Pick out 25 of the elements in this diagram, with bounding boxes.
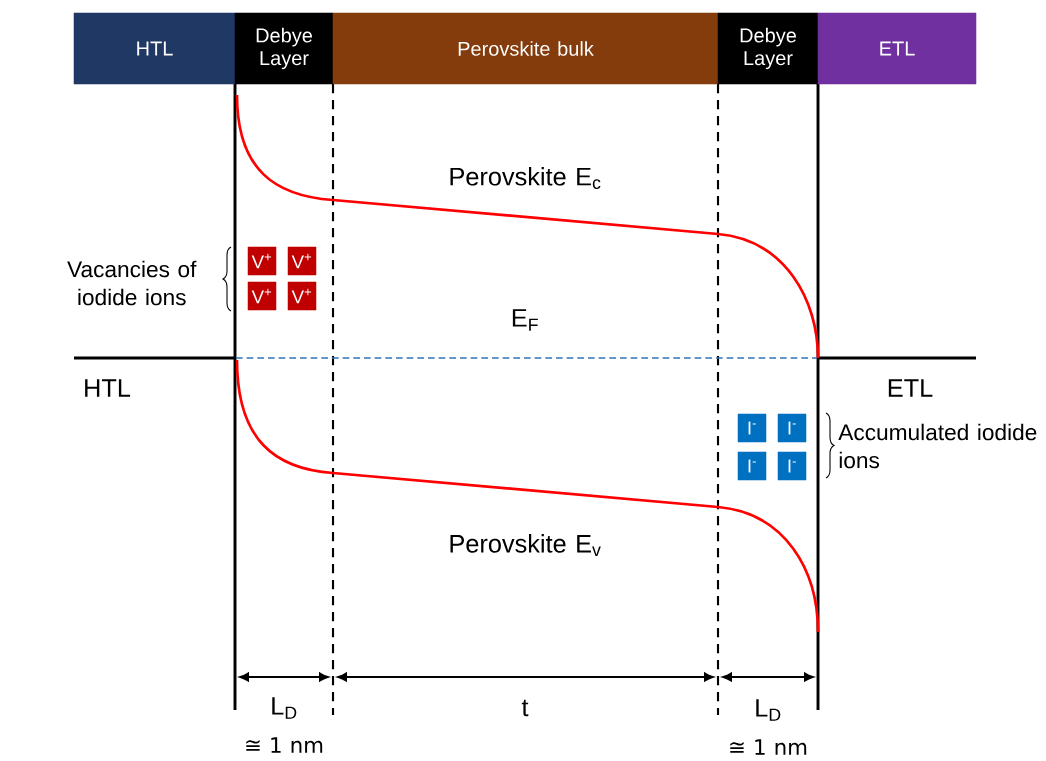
ion-tile: I$^{-}$ [737,451,767,481]
dimension-label: ≅ 1 nm [246,737,323,753]
vacancy-tile: V$^{+}$ [247,246,277,276]
layer-band: ETL [817,12,977,85]
layer-band: Debye Layer [234,12,334,85]
ion-tile: I$^{-}$ [737,413,767,443]
side-label: ETL [888,379,933,397]
ion-tile: I$^{-}$ [777,413,807,443]
dimension-label: L$_{D}$ [272,697,297,719]
layer-band: HTL [73,12,236,85]
layer-band: Perovskite bulk [332,12,719,85]
band-label: Perovskite E$_{c}$ [450,167,601,189]
annotation-text: Accumulated iodide ions [838,423,1037,469]
dimension-label: L$_{D}$ [756,699,781,721]
annotation-text: Vacancies of iodide ions [67,260,197,306]
layer-band: Debye Layer [717,12,819,85]
vacancy-tile: V$^{+}$ [247,281,277,311]
band-label: Perovskite E$_{v}$ [450,534,601,556]
band-label: E$_{F}$ [512,309,538,331]
side-label: HTL [85,379,131,397]
ion-tile: I$^{-}$ [777,451,807,481]
dimension-label: t [521,699,529,717]
vacancy-tile: V$^{+}$ [287,246,317,276]
dimension-label: ≅ 1 nm [730,739,807,755]
vacancy-tile: V$^{+}$ [287,281,317,311]
